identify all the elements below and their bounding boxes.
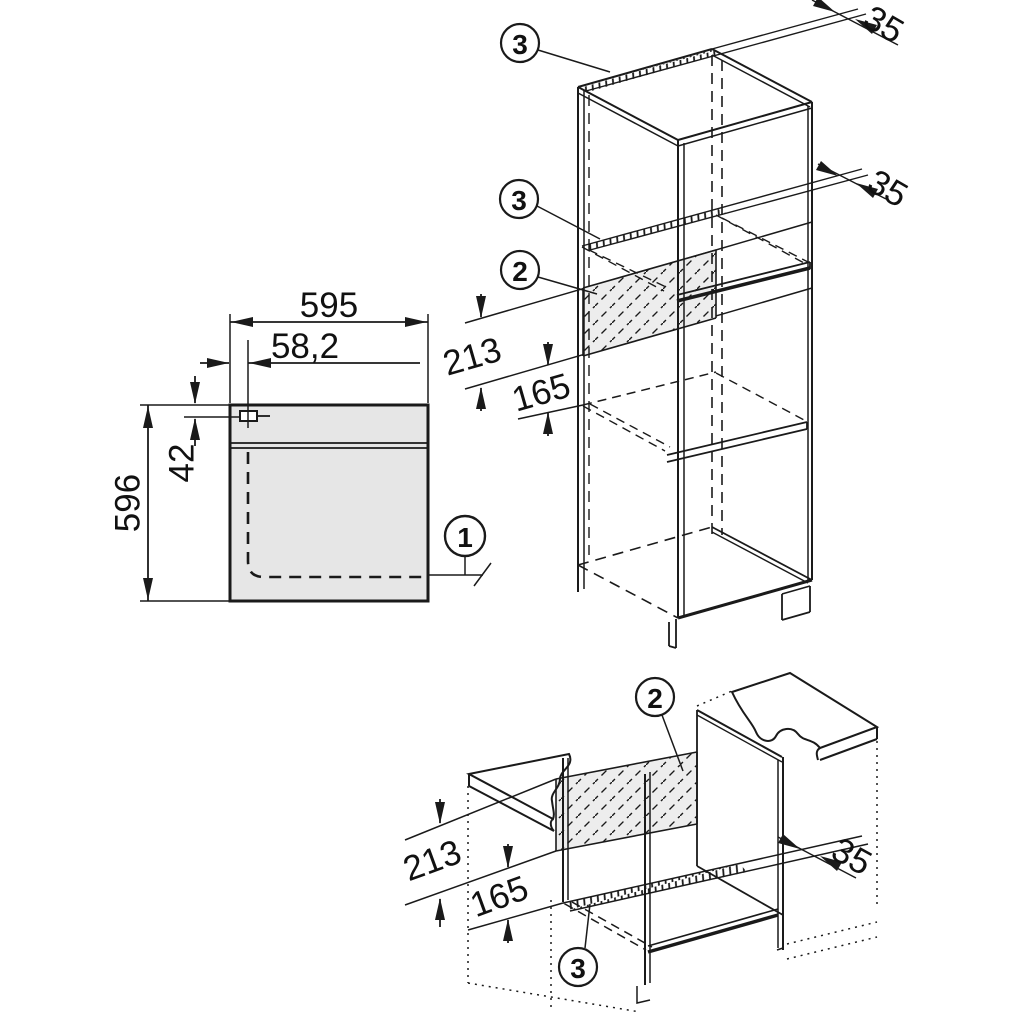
right-worktop <box>696 671 880 960</box>
right-niche-panel <box>696 709 784 951</box>
dim-mid-gap-35: 35 <box>816 161 914 215</box>
dim-label-base-gap: 35 <box>825 830 878 883</box>
dim-label-height: 596 <box>108 474 147 532</box>
dim-vent-213: 213 <box>439 294 506 411</box>
dim-label-vent-height: 213 <box>439 330 506 384</box>
front-view: 595 58,2 42 596 <box>108 286 492 603</box>
floor-vent-strip <box>563 864 747 911</box>
callout-2-top: 2 <box>499 249 598 295</box>
callout-3-top: 3 <box>499 22 611 73</box>
top-vent-strip <box>580 50 720 92</box>
tall-cabinet-view: 35 35 <box>439 0 914 649</box>
back-vent-area <box>582 249 717 357</box>
callout-2-top-label: 2 <box>512 256 528 287</box>
shelf-vent-strip <box>582 209 726 250</box>
dim-top-gap-35: 35 <box>811 0 910 51</box>
dim-vent-165: 165 <box>508 342 575 436</box>
callout-3-top-label: 3 <box>512 29 528 60</box>
callout-3-base-label: 3 <box>570 953 586 984</box>
callout-3-mid-label: 3 <box>511 185 527 216</box>
callout-1: 1 <box>428 514 492 587</box>
hidden-appliance-outline <box>246 452 427 579</box>
dim-height-596: 596 <box>108 404 232 602</box>
dim-base-213: 213 <box>398 799 466 927</box>
cabinet-floor <box>577 526 813 649</box>
callout-1-label: 1 <box>457 522 473 553</box>
oven-front <box>228 403 430 603</box>
base-run-view: 35 213 165 2 3 <box>398 671 880 1013</box>
dim-label-mid-gap: 35 <box>861 162 914 215</box>
niche-floor <box>562 835 869 954</box>
upper-shelf <box>581 168 869 303</box>
dim-label-base-vent-lower: 165 <box>465 868 533 925</box>
dim-label-clip: 42 <box>162 444 201 483</box>
lower-shelf <box>582 371 808 463</box>
cabinet-top <box>577 8 867 147</box>
dim-label-width: 595 <box>300 286 358 325</box>
base-back-vent-area <box>555 751 698 852</box>
dim-inset-58-2: 58,2 <box>200 327 420 428</box>
dim-label-top-gap: 35 <box>857 0 910 51</box>
callout-3-base: 3 <box>557 903 599 988</box>
dim-clip-42: 42 <box>162 376 201 482</box>
dim-label-inset: 58,2 <box>271 327 339 366</box>
dim-width-595: 595 <box>229 286 429 403</box>
callout-3-mid: 3 <box>498 178 601 240</box>
callout-2-base: 2 <box>634 676 684 772</box>
dim-label-base-vent-height: 213 <box>398 832 466 889</box>
dim-base-gap-35: 35 <box>777 830 878 883</box>
callout-2-base-label: 2 <box>647 683 663 714</box>
